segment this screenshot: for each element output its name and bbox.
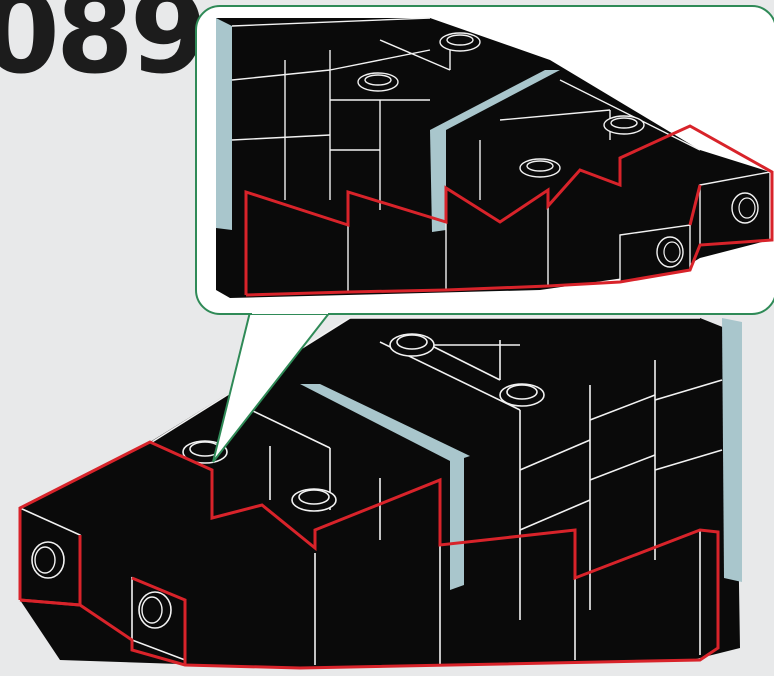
light-blue-tile-vertical: [450, 456, 464, 590]
callout-side-stud-middle: [657, 237, 683, 267]
light-blue-tile-right: [722, 318, 742, 582]
callout-light-blue-left: [216, 18, 232, 230]
callout-side-stud-right: [732, 193, 758, 223]
main-assembly: [20, 318, 742, 668]
